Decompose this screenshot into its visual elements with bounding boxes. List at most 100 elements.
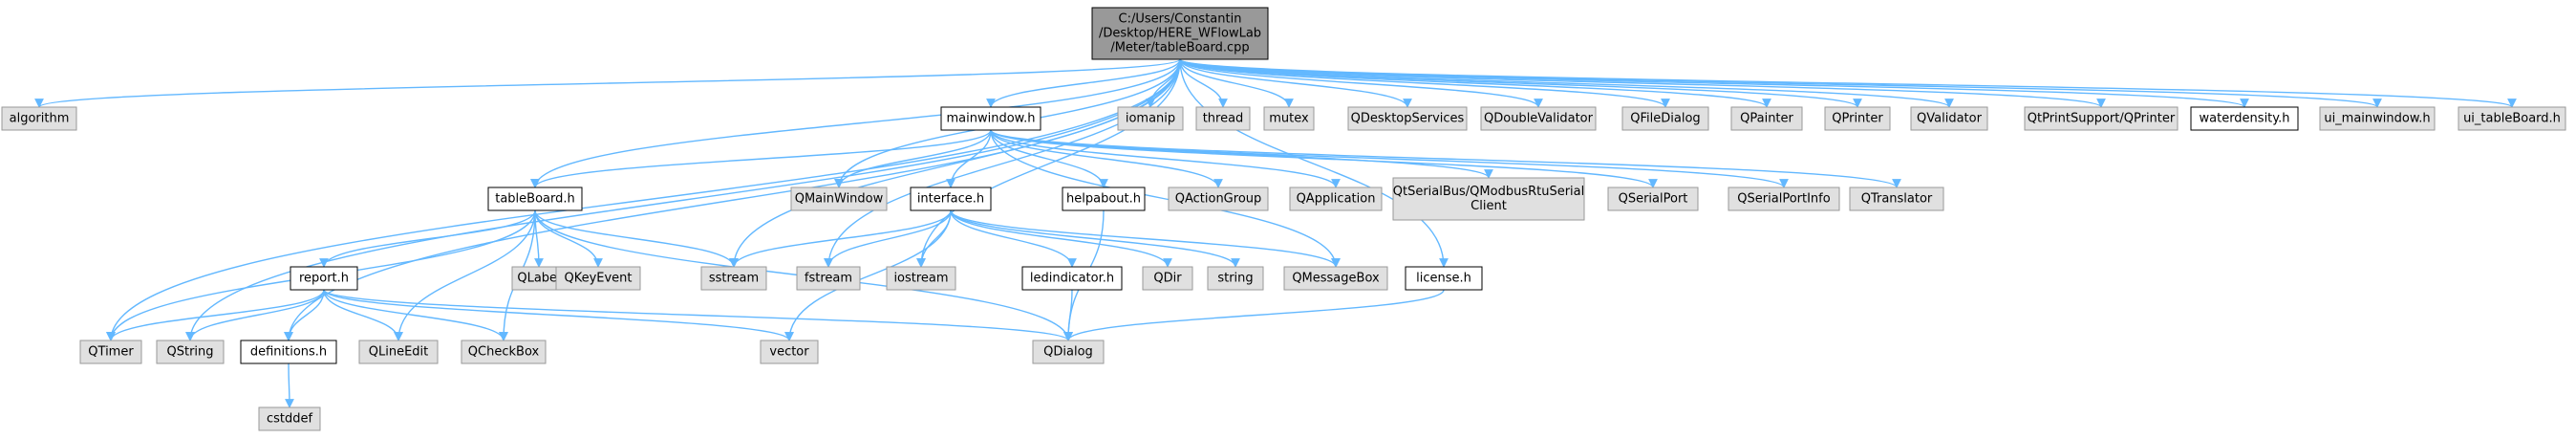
- node-box-QTimer: [79, 340, 142, 364]
- node-label-sstream: sstream: [709, 272, 759, 286]
- node-box-report: [290, 266, 358, 291]
- edge-report-to-vector: [323, 289, 794, 341]
- node-label-QSerialPort: QSerialPort: [1619, 192, 1688, 207]
- node-label-QSerialBus: Client: [1470, 199, 1507, 213]
- edge-tableBoard-to-sstream: [534, 209, 739, 268]
- node-QSerialPort[interactable]: QSerialPort: [1607, 187, 1699, 211]
- node-mutex[interactable]: mutex: [1263, 106, 1315, 131]
- node-label-QPainter: QPainter: [1740, 112, 1793, 126]
- edge-tableBoard-to-QLineEdit: [394, 209, 536, 341]
- node-QCheckBox[interactable]: QCheckBox: [461, 340, 547, 364]
- node-label-QSerialPortInfo: QSerialPortInfo: [1737, 192, 1830, 207]
- node-box-mainwindow: [940, 106, 1041, 131]
- node-interface[interactable]: interface.h: [910, 187, 992, 211]
- node-label-ui_tableBoard: ui_tableBoard.h: [2463, 112, 2561, 126]
- node-label-iomanip: iomanip: [1126, 112, 1175, 126]
- edge-interface-to-string: [950, 209, 1240, 268]
- node-label-QDesktopServices: QDesktopServices: [1351, 112, 1465, 126]
- edge-ledindicator-to-QDialog: [1063, 289, 1073, 341]
- node-box-QSerialPort: [1607, 187, 1699, 211]
- node-box-helpabout: [1062, 187, 1146, 211]
- edge-root-to-QtPrintSupport: [1179, 58, 2106, 108]
- node-QFileDialog[interactable]: QFileDialog: [1621, 106, 1709, 131]
- node-QTimer[interactable]: QTimer: [79, 340, 142, 364]
- node-box-license: [1405, 266, 1483, 291]
- node-box-fstream: [796, 266, 861, 291]
- node-tableBoard[interactable]: tableBoard.h: [487, 187, 583, 211]
- node-box-algorithm: [1, 106, 77, 131]
- node-license[interactable]: license.h: [1405, 266, 1483, 291]
- node-label-QString: QString: [166, 345, 213, 360]
- node-label-QMessageBox: QMessageBox: [1292, 272, 1380, 286]
- node-label-QDialog: QDialog: [1043, 345, 1093, 360]
- node-label-QApplication: QApplication: [1297, 192, 1376, 207]
- node-label-QLineEdit: QLineEdit: [369, 345, 429, 360]
- node-QMessageBox[interactable]: QMessageBox: [1283, 266, 1388, 291]
- edge-report-to-QLineEdit: [323, 289, 403, 341]
- node-QDialog[interactable]: QDialog: [1032, 340, 1105, 364]
- node-root[interactable]: C:/Users/Constantin/Desktop/HERE_WFlowLa…: [1091, 7, 1269, 60]
- edge-root-to-iomanip: [1146, 58, 1181, 108]
- node-box-QDesktopServices: [1347, 106, 1468, 131]
- edge-root-to-mainwindow: [986, 58, 1181, 108]
- node-box-QString: [156, 340, 225, 364]
- node-label-QValidator: QValidator: [1917, 112, 1983, 126]
- node-QApplication[interactable]: QApplication: [1289, 187, 1383, 211]
- node-box-mutex: [1263, 106, 1315, 131]
- edge-root-to-QValidator: [1179, 58, 1954, 108]
- edge-interface-to-QMessageBox: [950, 209, 1341, 268]
- node-QtPrintSupport[interactable]: QtPrintSupport/QPrinter: [2024, 106, 2179, 131]
- edge-root-to-QDesktopServices: [1179, 58, 1412, 108]
- node-box-vector: [760, 340, 819, 364]
- node-waterdensity[interactable]: waterdensity.h: [2190, 106, 2299, 131]
- edge-mainwindow-to-QMessageBox: [990, 129, 1341, 268]
- node-QMainWindow[interactable]: QMainWindow: [790, 187, 888, 211]
- node-cstddef[interactable]: cstddef: [258, 406, 321, 431]
- node-string[interactable]: string: [1207, 266, 1264, 291]
- node-box-iostream: [886, 266, 956, 291]
- node-box-ui_tableBoard: [2458, 106, 2566, 131]
- node-thread[interactable]: thread: [1195, 106, 1251, 131]
- node-QDesktopServices[interactable]: QDesktopServices: [1347, 106, 1468, 131]
- node-label-iostream: iostream: [893, 272, 948, 286]
- node-box-QApplication: [1289, 187, 1383, 211]
- nodes-layer: C:/Users/Constantin/Desktop/HERE_WFlowLa…: [1, 7, 2566, 431]
- edge-mainwindow-to-interface: [946, 129, 992, 188]
- node-ui_tableBoard[interactable]: ui_tableBoard.h: [2458, 106, 2566, 131]
- node-fstream[interactable]: fstream: [796, 266, 861, 291]
- edge-root-to-mutex: [1179, 58, 1294, 108]
- node-QLineEdit[interactable]: QLineEdit: [358, 340, 439, 364]
- node-box-QMessageBox: [1283, 266, 1388, 291]
- node-helpabout[interactable]: helpabout.h: [1062, 187, 1146, 211]
- node-iostream[interactable]: iostream: [886, 266, 956, 291]
- node-iomanip[interactable]: iomanip: [1117, 106, 1184, 131]
- node-QPainter[interactable]: QPainter: [1730, 106, 1803, 131]
- node-QValidator[interactable]: QValidator: [1910, 106, 1988, 131]
- edge-license-to-QDialog: [1063, 289, 1445, 341]
- node-vector[interactable]: vector: [760, 340, 819, 364]
- node-QTranslator[interactable]: QTranslator: [1849, 187, 1944, 211]
- node-box-QCheckBox: [461, 340, 547, 364]
- node-QString[interactable]: QString: [156, 340, 225, 364]
- node-label-QFileDialog: QFileDialog: [1630, 112, 1700, 126]
- node-QSerialPortInfo[interactable]: QSerialPortInfo: [1728, 187, 1840, 211]
- node-mainwindow[interactable]: mainwindow.h: [940, 106, 1041, 131]
- node-ledindicator[interactable]: ledindicator.h: [1021, 266, 1123, 291]
- node-label-QTranslator: QTranslator: [1861, 192, 1933, 207]
- edge-root-to-tableBoard: [530, 58, 1181, 188]
- node-report[interactable]: report.h: [290, 266, 358, 291]
- node-label-helpabout: helpabout.h: [1066, 192, 1141, 207]
- node-ui_mainwindow[interactable]: ui_mainwindow.h: [2319, 106, 2436, 131]
- node-QDir[interactable]: QDir: [1142, 266, 1193, 291]
- node-QKeyEvent[interactable]: QKeyEvent: [555, 266, 641, 291]
- node-box-QLineEdit: [358, 340, 439, 364]
- node-sstream[interactable]: sstream: [700, 266, 767, 291]
- edge-root-to-license: [1179, 58, 1449, 268]
- node-QActionGroup[interactable]: QActionGroup: [1168, 187, 1269, 211]
- node-box-cstddef: [258, 406, 321, 431]
- node-algorithm[interactable]: algorithm: [1, 106, 77, 131]
- node-QDoubleValidator[interactable]: QDoubleValidator: [1480, 106, 1597, 131]
- node-QPrinter[interactable]: QPrinter: [1824, 106, 1891, 131]
- node-definitions[interactable]: definitions.h: [240, 340, 337, 364]
